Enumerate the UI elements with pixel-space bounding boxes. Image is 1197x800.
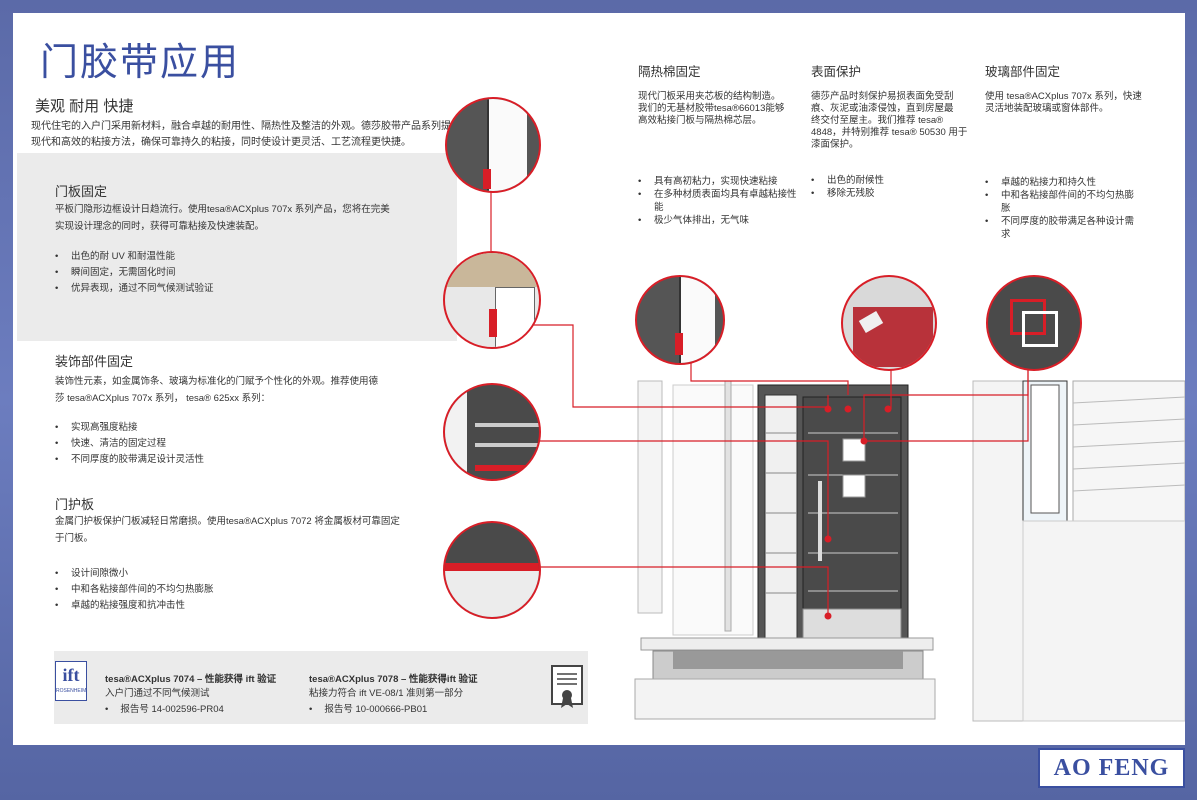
page-title: 门胶带应用 [40,42,241,84]
bullet: 出色的耐 UV 和耐温性能 [55,249,435,265]
decor-body-line2: 莎 tesa®ACXplus 707x 系列， tesa® 625xx 系列： [55,393,271,404]
bullet-dot: • [309,704,313,715]
column-bullets-insulation: 具有高初粘力，实现快速粘接 在多种材质表面均具有卓越粘接性能 极少气体排出，无气… [638,175,798,227]
cert1-title: tesa®ACXplus 7074 – 性能获得 ift 验证 [105,674,277,685]
profile-shape [679,277,715,363]
column-body-glass: 使用 tesa®ACXplus 707x 系列，快速 灵活地装配玻璃或窗体部件。 [985,91,1145,115]
cert1-report-text: 报告号 14-002596-PR04 [120,704,224,715]
decor-body: 装饰性元素，如金属饰条、玻璃为标准化的门赋予个性化的外观。推荐使用德 莎 tes… [55,373,455,407]
decor-strip [475,423,539,427]
door-panel-section-bg [17,153,457,341]
body-line: 我们的无基材胶带tesa®66013能够 [638,103,785,114]
column-title-glass: 玻璃部件固定 [985,65,1061,79]
tape-mark [445,563,539,571]
body-line: 高效粘接门板与隔热棉芯层。 [638,115,762,126]
profile-shape [487,99,527,191]
detail-circle-insulation-top [635,275,725,365]
cert2-title: tesa®ACXplus 7078 – 性能获得ift 验证 [309,674,478,685]
door-panel-body-line1: 平板门隐形边框设计日趋流行。使用tesa®ACXplus 707x 系列产品，您… [55,204,390,215]
kickplate-body: 金属门护板保护门板减轻日常磨损。使用tesa®ACXplus 7072 将金属板… [55,513,455,547]
decor-strip [475,443,539,447]
cert1-subtitle: 入户门通过不同气候测试 [105,688,210,699]
glass-edge [445,385,467,479]
door-illustration [490,191,1185,722]
door-panel-body: 平板门隐形边框设计日趋流行。使用tesa®ACXplus 707x 系列产品，您… [55,201,455,235]
body-line: 终交付至屋主。我们推荐 tesa® [811,115,944,126]
cert2-report-text: 报告号 10-000666-PB01 [324,704,428,715]
door-panel-body-line2: 实现设计理念的同时，获得可靠粘接及快速装配。 [55,221,265,232]
detail-circle-door-panel [445,97,541,193]
body-line: 痕、灰泥或油漆侵蚀，直到房屋最 [811,103,954,114]
cert2-report: • 报告号 10-000666-PB01 [309,701,427,715]
decor-title: 装饰部件固定 [55,354,134,369]
column-bullets-surface: 出色的耐候性 移除无残胶 [811,174,971,200]
body-line: 使用 tesa®ACXplus 707x 系列，快速 [985,91,1142,102]
glass-frame [1010,299,1046,335]
kickplate-body-line2: 于门板。 [55,533,94,544]
bullet: 瞬间固定，无需固化时间 [55,265,435,281]
bullet: 不同厚度的胶带满足设计灵活性 [55,452,435,468]
bullet: 极少气体排出，无气味 [638,214,798,227]
cert1-report: • 报告号 14-002596-PR04 [105,701,224,715]
certificate-icon [551,665,583,708]
bullet-dot: • [105,704,109,715]
body-line: 现代门板采用夹芯板的结构制造。 [638,91,781,102]
bullet: 卓越的粘接力和持久性 [985,176,1135,189]
bullet: 优异表现，通过不同气候测试验证 [55,281,435,297]
tape-mark [483,169,491,189]
decor-body-line1: 装饰性元素，如金属饰条、玻璃为标准化的门赋予个性化的外观。推荐使用德 [55,376,379,387]
detail-circle-insulation [443,251,541,349]
column-body-surface: 德莎产品时刻保护易损表面免受刮 痕、灰泥或油漆侵蚀，直到房屋最 终交付至屋主。我… [811,91,981,151]
bullet: 出色的耐候性 [811,174,971,187]
bullet: 实现高强度粘接 [55,420,435,436]
bullet: 具有高初粘力，实现快速粘接 [638,175,798,188]
column-bullets-glass: 卓越的粘接力和持久性 中和各粘接部件间的不均匀热膨胀 不同厚度的胶带满足各种设计… [985,176,1135,241]
intro-text: 现代住宅的入户门采用新材料，融合卓越的耐用性、隔热性及整洁的外观。德莎胶带产品系… [31,121,461,148]
ift-logo-subtext: ROSENHEIM [56,688,87,694]
page-sheet: 门胶带应用 美观 耐用 快捷 现代住宅的入户门采用新材料，融合卓越的耐用性、隔热… [13,13,1185,745]
detail-circle-decor [443,383,541,481]
column-title-surface: 表面保护 [811,65,862,79]
bullet: 中和各粘接部件间的不均匀热膨胀 [985,189,1135,215]
kickplate-bullets: 设计间隙微小 中和各粘接部件间的不均匀热膨胀 卓越的粘接强度和抗冲击性 [55,566,435,614]
cert2-subtitle: 粘接力符合 ift VE-08/1 准则第一部分 [309,688,464,699]
door-panel-bullets: 出色的耐 UV 和耐温性能 瞬间固定，无需固化时间 优异表现，通过不同气候测试验… [55,249,435,297]
body-line: 漆面保护。 [811,139,859,150]
detail-circle-kickplate [443,521,541,619]
bullet: 卓越的粘接强度和抗冲击性 [55,598,435,614]
profile-shape [495,287,535,347]
bullet: 不同厚度的胶带满足各种设计需求 [985,215,1135,241]
brand-logo: AO FENG [1038,748,1185,788]
bullet: 快速、清洁的固定过程 [55,436,435,452]
glass-frame [1022,311,1058,347]
bullet: 设计间隙微小 [55,566,435,582]
ift-logo: ift ROSENHEIM [55,661,87,701]
column-body-insulation: 现代门板采用夹芯板的结构制造。 我们的无基材胶带tesa®66013能够 高效粘… [638,91,808,127]
body-line: 灵活地装配玻璃或窗体部件。 [985,103,1109,114]
page-subtitle: 美观 耐用 快捷 [35,98,134,115]
body-line: 4848，并特别推荐 tesa® 50530 用于 [811,127,968,138]
kickplate-shape [445,571,539,617]
tape-mark [475,465,535,471]
detail-circle-glass [986,275,1082,371]
brand-logo-text: AO FENG [1053,754,1170,781]
bullet: 移除无残胶 [811,187,971,200]
bullet: 在多种材质表面均具有卓越粘接性能 [638,188,798,214]
kickplate-body-line1: 金属门护板保护门板减轻日常磨损。使用tesa®ACXplus 7072 将金属板… [55,516,400,527]
bullet: 中和各粘接部件间的不均匀热膨胀 [55,582,435,598]
detail-circle-surface-protection [841,275,937,371]
insulation-fill [445,253,539,287]
body-line: 德莎产品时刻保护易损表面免受刮 [811,91,954,102]
ift-logo-text: ift [62,665,80,685]
decor-bullets: 实现高强度粘接 快速、清洁的固定过程 不同厚度的胶带满足设计灵活性 [55,420,435,468]
tape-mark [675,333,683,355]
kickplate-title: 门护板 [55,497,95,512]
column-title-insulation: 隔热棉固定 [638,65,701,79]
door-panel-title: 门板固定 [55,184,108,199]
footer-certification-band [54,651,588,724]
tape-mark [489,309,497,337]
